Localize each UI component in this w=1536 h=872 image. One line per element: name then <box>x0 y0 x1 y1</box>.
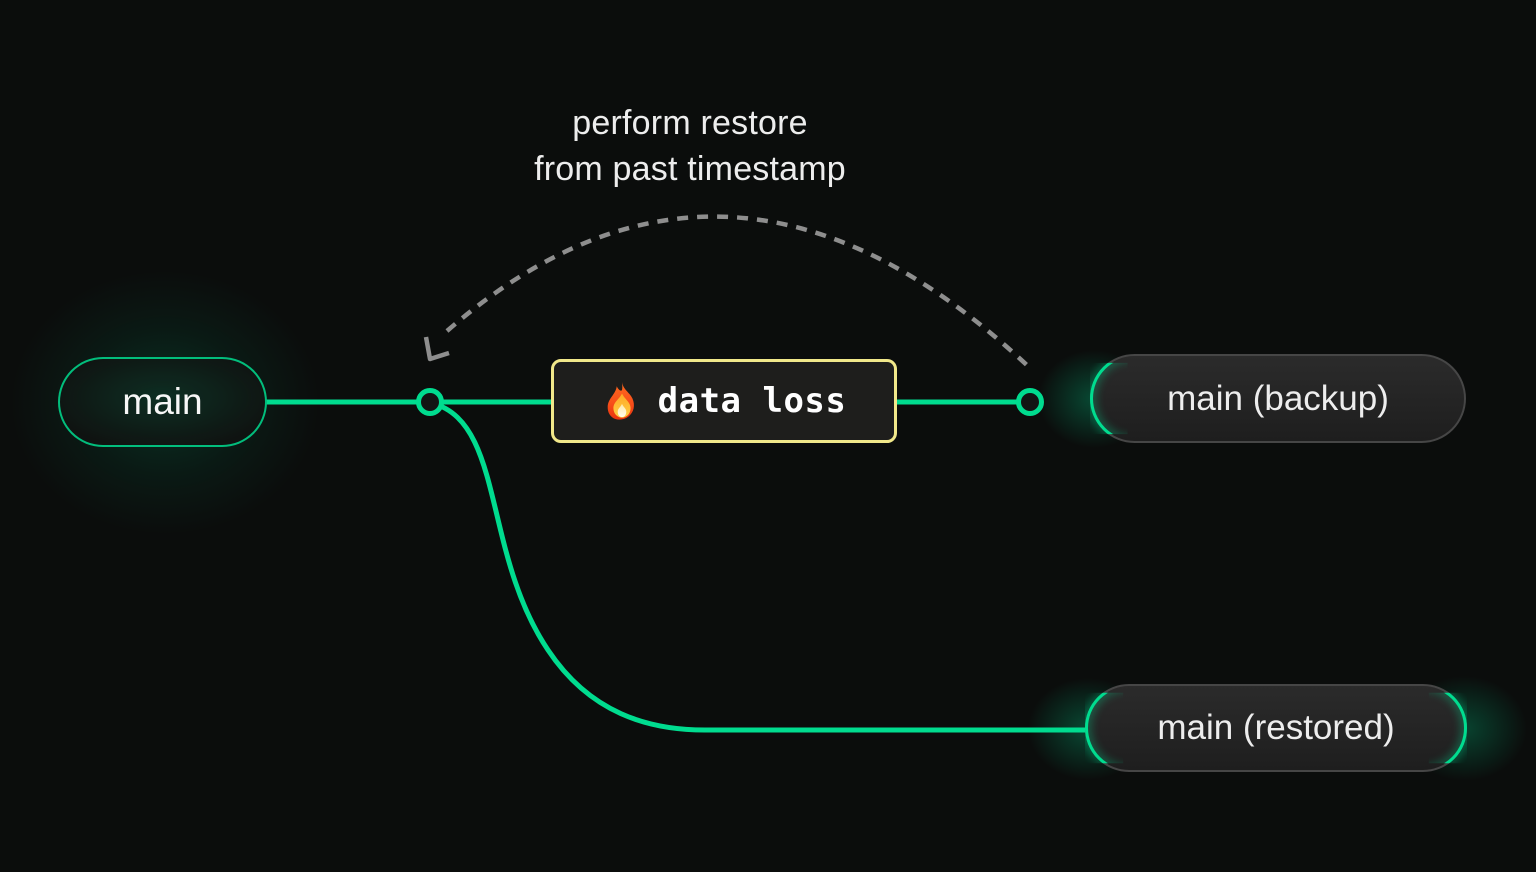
restore-arrowhead-icon <box>423 336 450 362</box>
caption-line-1: perform restore <box>572 104 808 142</box>
branch-node-restored: main (restored) <box>1085 684 1467 772</box>
branch-node-restored-label: main (restored) <box>1157 708 1395 747</box>
fire-icon <box>607 381 634 420</box>
branch-point-left-icon <box>416 388 444 416</box>
restore-arc <box>445 214 1032 370</box>
branch-node-backup: main (backup) <box>1090 354 1466 443</box>
branch-node-main-label: main <box>122 381 203 422</box>
restore-caption: perform restore from past timestamp <box>340 100 1040 192</box>
branch-point-right-icon <box>1016 388 1044 416</box>
branch-node-backup-label: main (backup) <box>1167 378 1389 418</box>
branch-node-main: main <box>58 357 267 447</box>
data-loss-label: data loss <box>657 381 847 421</box>
data-loss-box: data loss <box>551 359 897 443</box>
caption-line-2: from past timestamp <box>534 150 846 188</box>
restored-branch-line <box>431 400 1090 733</box>
